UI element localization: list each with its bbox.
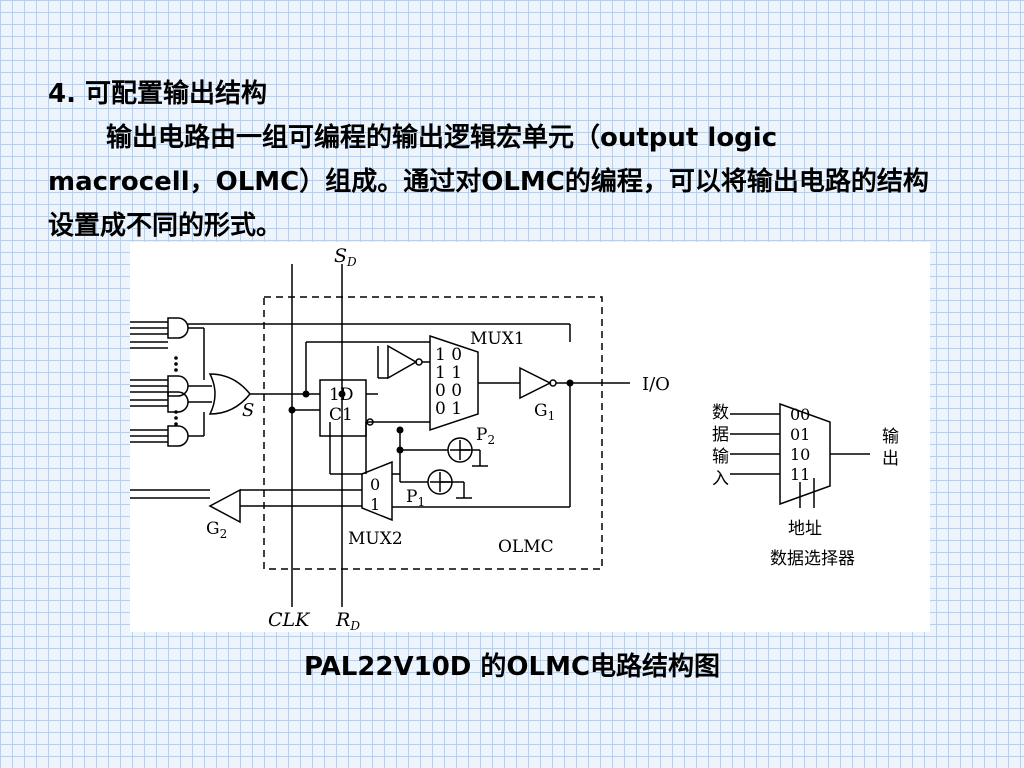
- p2-label: P2: [476, 425, 495, 447]
- s-label: S: [242, 400, 254, 421]
- figure-caption: PAL22V10D 的OLMC电路结构图: [303, 652, 721, 682]
- slide-paragraph: 输出电路由一组可编程的输出逻辑宏单元（output logic macrocel…: [48, 123, 929, 241]
- mux2-label: MUX2: [348, 529, 403, 549]
- legend-input-01: 01: [790, 425, 810, 444]
- slide-text: 4. 可配置输出结构 输出电路由一组可编程的输出逻辑宏单元（output log…: [48, 72, 948, 248]
- mux1-label: MUX1: [470, 329, 525, 349]
- slide-heading: 4. 可配置输出结构: [48, 79, 268, 109]
- olmc-label: OLMC: [498, 537, 554, 557]
- legend-input-00: 00: [790, 405, 810, 424]
- legend-data-in-4: 入: [712, 469, 729, 489]
- mux2: [361, 460, 393, 522]
- mux1-input-10: 1 0: [435, 345, 462, 365]
- olmc-diagram: SD RD CLK S 1D C1 MUX1 1 0 1 1 0 0 0 1 G…: [130, 242, 930, 632]
- legend-data-in-2: 据: [712, 425, 729, 445]
- g1-buffer: [519, 366, 552, 400]
- p1-label: P1: [406, 487, 425, 509]
- flip-flop: [319, 379, 367, 437]
- mux2-input-0: 0: [370, 475, 380, 494]
- legend-input-11: 11: [790, 465, 810, 484]
- olmc-circuit-svg: SD RD CLK S 1D C1 MUX1 1 0 1 1 0 0 0 1 G…: [130, 242, 930, 632]
- legend-mux: [779, 402, 831, 506]
- legend-output-2: 出: [882, 449, 899, 469]
- legend-data-in-1: 数: [712, 403, 729, 423]
- c1-label: C1: [329, 405, 353, 425]
- g2-label: G2: [206, 519, 227, 541]
- mux1-input-01: 0 1: [435, 399, 462, 419]
- legend-input-10: 10: [790, 445, 810, 464]
- clk-label: CLK: [268, 609, 311, 631]
- or-gate: [208, 373, 251, 415]
- junction-dots: [174, 356, 574, 454]
- g1-label: G1: [534, 401, 555, 423]
- legend-address-label: 地址: [788, 519, 822, 539]
- mux2-input-1: 1: [370, 495, 380, 514]
- rd-label: RD: [335, 609, 360, 632]
- d1-label: 1D: [329, 385, 353, 405]
- sd-label: SD: [334, 245, 357, 269]
- inverter: [387, 344, 418, 380]
- mux1: [429, 334, 479, 432]
- and-gate-group: [130, 317, 212, 447]
- io-label: I/O: [642, 374, 670, 395]
- olmc-boundary: [263, 296, 603, 570]
- legend-output-1: 输: [882, 427, 899, 447]
- mux1-input-11: 1 1: [435, 363, 462, 383]
- mux1-input-00: 0 0: [435, 381, 462, 401]
- legend-title: 数据选择器: [770, 549, 855, 569]
- legend-data-in-3: 输: [712, 447, 729, 467]
